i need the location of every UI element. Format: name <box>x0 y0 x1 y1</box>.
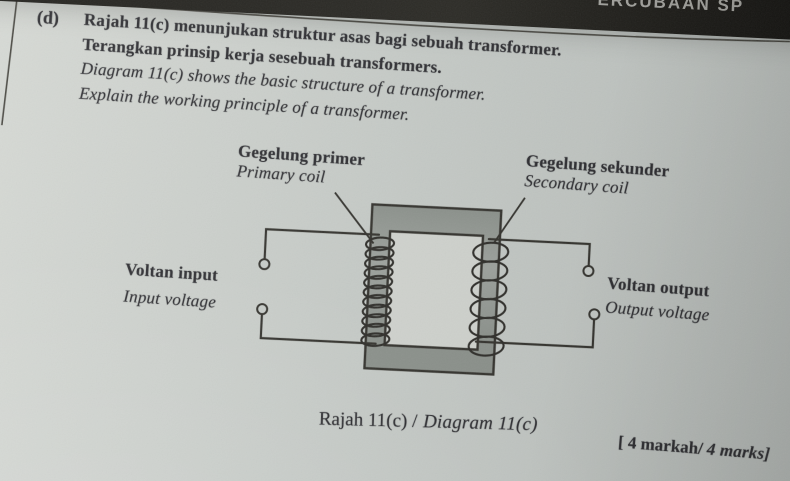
input-wire-top <box>263 228 381 261</box>
input-terminal-bottom-icon <box>256 303 269 316</box>
output-voltage-label: Voltan output Output voltage <box>604 272 712 328</box>
output-terminal-top-icon <box>582 265 595 278</box>
question-part-label: (d) <box>36 6 60 29</box>
exam-series-strip-text: ERCUBAAN SP <box>597 0 745 16</box>
diagram-caption-separator: / <box>407 410 423 433</box>
output-wire-top <box>487 238 591 268</box>
primary-leader-line <box>334 191 375 245</box>
diagram-caption-english: Diagram 11(c) <box>422 411 538 436</box>
question-box-left-border <box>1 0 18 126</box>
input-terminal-top-icon <box>258 258 271 271</box>
marks-english: 4 marks] <box>706 439 771 464</box>
diagram-caption-malay: Rajah 11(c) <box>318 408 408 432</box>
transformer-core <box>363 203 503 376</box>
core-window <box>383 230 485 351</box>
input-voltage-label: Voltan input Input voltage <box>123 256 219 316</box>
output-terminal-bottom-icon <box>588 308 601 321</box>
input-wire-bottom <box>259 313 377 345</box>
